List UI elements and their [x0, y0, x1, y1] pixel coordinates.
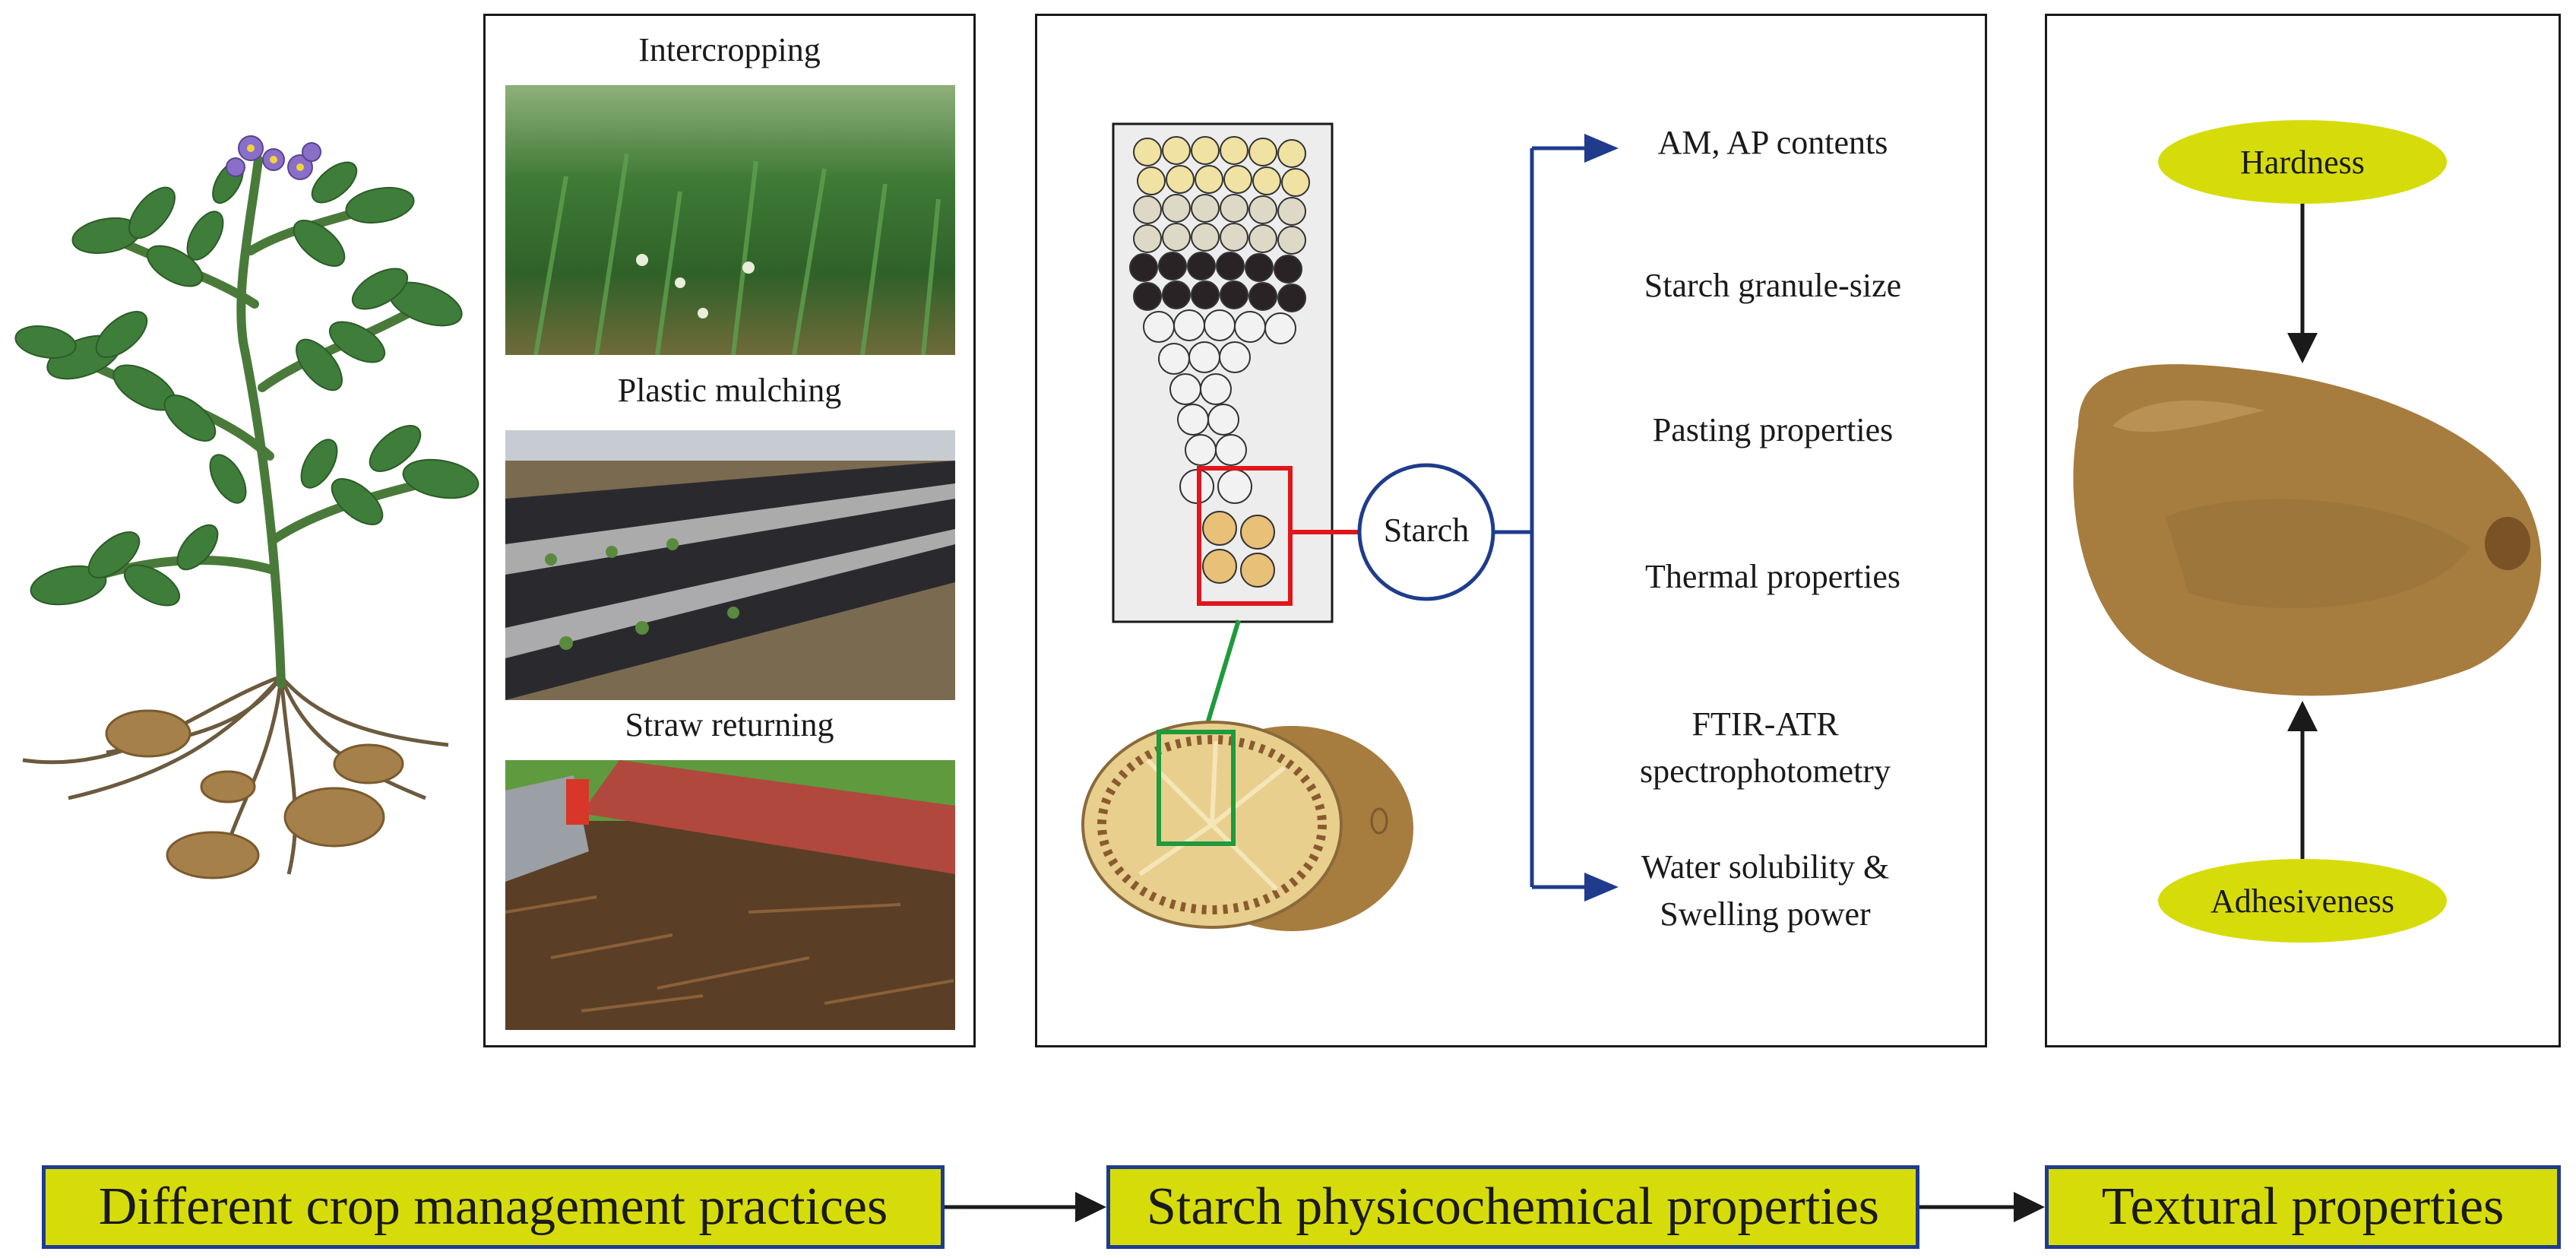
flow-step-practices: Different crop management practices	[42, 1165, 945, 1249]
selected-region-highlight	[1197, 466, 1293, 606]
potato-plant-illustration	[14, 135, 479, 879]
hardness-ellipse: Hardness	[2158, 120, 2447, 204]
adhesiveness-ellipse: Adhesiveness	[2158, 859, 2447, 943]
property-thermal: Thermal properties	[1645, 558, 1900, 595]
straw-returning-caption: Straw returning	[625, 706, 834, 743]
plastic-mulching-caption: Plastic mulching	[617, 372, 842, 409]
sample-region-highlight	[1157, 730, 1236, 846]
intercropping-photo	[505, 85, 955, 355]
straw-returning-photo	[505, 760, 955, 1030]
intercropping-caption: Intercropping	[638, 31, 821, 68]
plastic-mulching-photo	[505, 430, 955, 700]
flow-step-starch: Starch physicochemical properties	[1106, 1165, 1919, 1249]
property-am-ap: AM, AP contents	[1657, 124, 1888, 161]
whole-potato-illustration	[2073, 364, 2542, 696]
potato-cross-section-illustration	[1081, 721, 1413, 931]
starch-node-label: Starch	[1383, 512, 1470, 549]
property-water-solubility: Water solubility & Swelling power	[1641, 848, 1890, 933]
property-ftir: FTIR-ATR spectrophotometry	[1640, 705, 1891, 790]
property-pasting: Pasting properties	[1652, 411, 1894, 448]
flow-step-texture: Textural properties	[2045, 1165, 2561, 1249]
property-granule-size: Starch granule-size	[1644, 267, 1902, 304]
